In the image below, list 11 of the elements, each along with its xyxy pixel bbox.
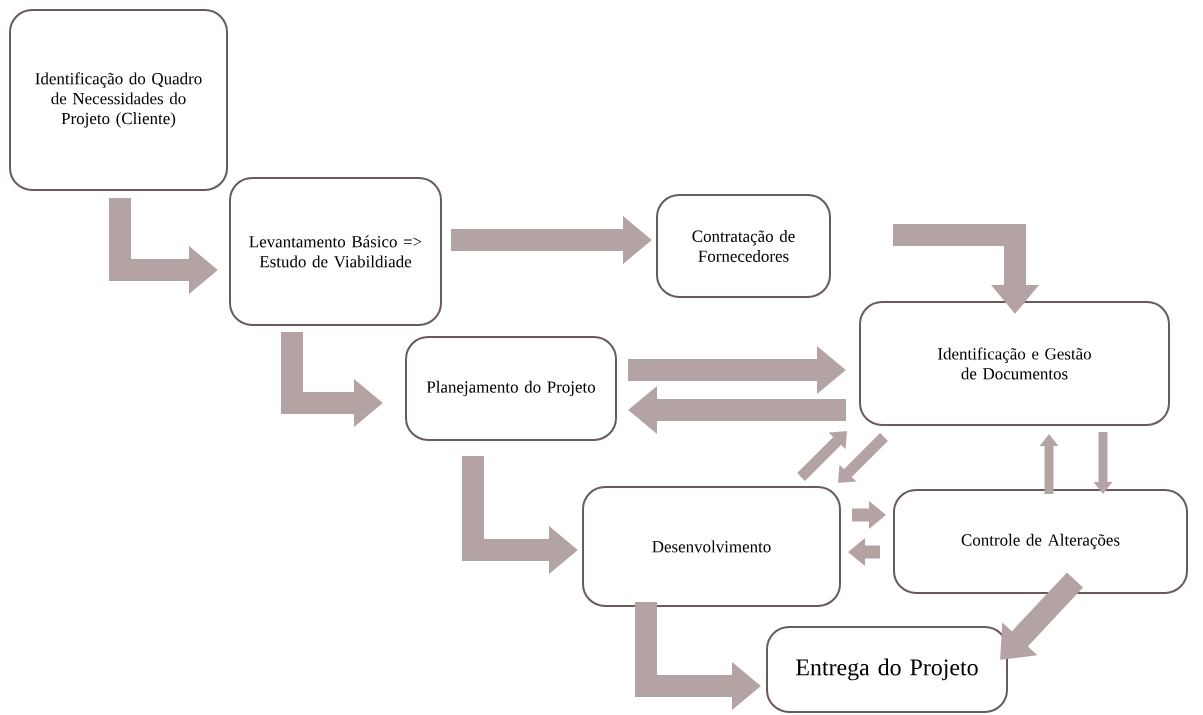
process-box: Identificação do Quadro de Necessidades do Projeto (Cliente) (9, 9, 228, 191)
process-box: Entrega do Projeto (766, 626, 1008, 713)
process-box: Planejamento do Projeto (405, 336, 617, 441)
block-arrow (1000, 572, 1083, 660)
block-arrow (797, 431, 847, 481)
process-box: Desenvolvimento (582, 486, 841, 607)
process-box: Contratação de Fornecedores (656, 194, 831, 298)
block-arrow (838, 433, 888, 483)
process-box: Levantamento Básico => Estudo de Viabildiade (229, 177, 442, 326)
process-box: Controle de Alterações (893, 489, 1188, 594)
process-box: Identificação e Gestão de Documentos (859, 301, 1170, 426)
